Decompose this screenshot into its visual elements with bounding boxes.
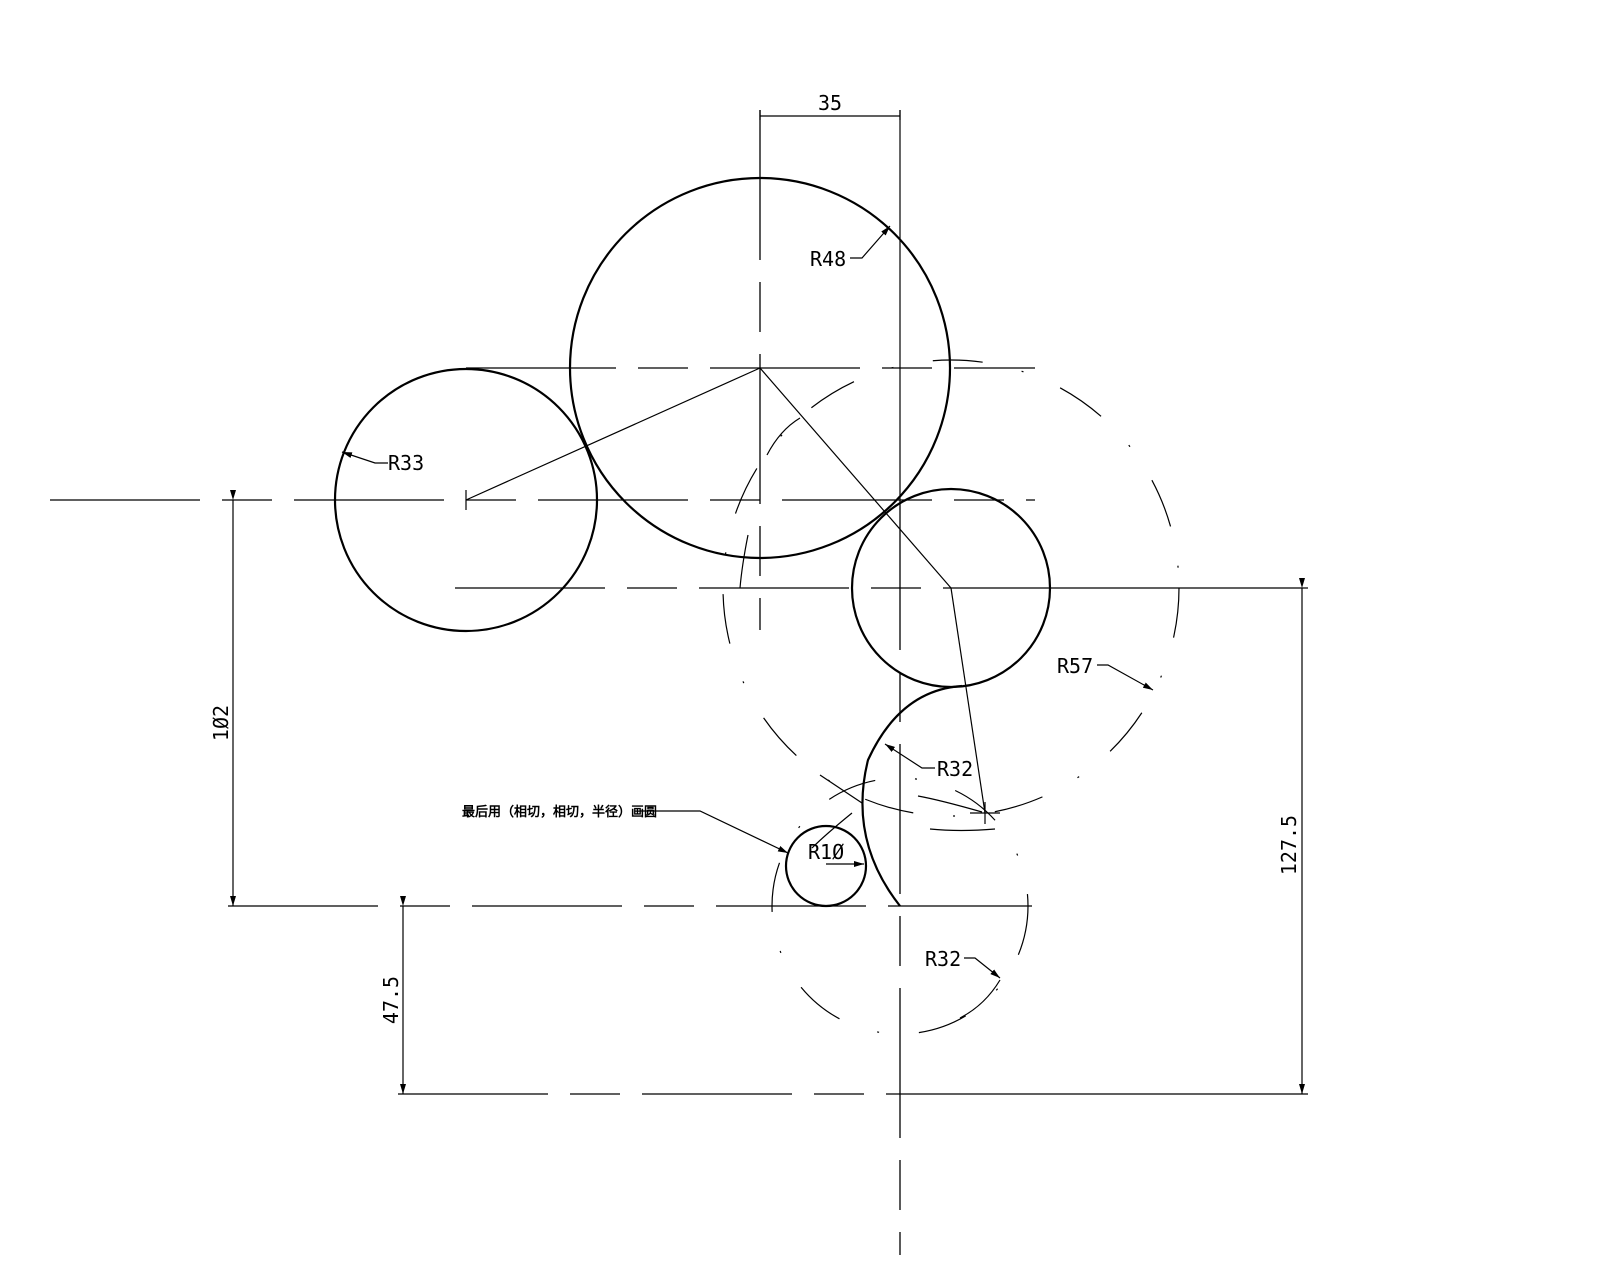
r48-label: R48 [810, 247, 846, 271]
object-geometry [333, 176, 1052, 908]
leader-r33: R33 [341, 451, 424, 475]
leader-r32-upper: R32 [884, 743, 973, 781]
dimension-102: 1Ø2 [209, 490, 236, 906]
r33-circle [333, 367, 599, 633]
r57-construction-circle [722, 359, 1180, 817]
construction-lines [465, 367, 986, 814]
arc-fragment-2 [739, 534, 749, 589]
note-text: 最后用（相切，相切，半径）画圆 [462, 804, 657, 820]
line-right-circle-to-r32 [950, 587, 986, 814]
dimension-35: 35 [759, 91, 901, 120]
leader-r10: R1Ø [808, 840, 864, 867]
r10-label: R1Ø [808, 840, 844, 864]
r33-label: R33 [388, 451, 424, 475]
arc-fragment-3 [917, 795, 983, 813]
dim-102-label: 1Ø2 [209, 705, 233, 741]
phantom-circles [722, 359, 1180, 1035]
center-lines [50, 110, 1308, 1255]
r32-upper-label: R32 [937, 757, 973, 781]
arc-fragment-5 [819, 774, 863, 804]
arc-fragment-6 [811, 812, 853, 849]
arc-fragment-1 [766, 417, 801, 456]
leader-r32-lower: R32 [925, 947, 1001, 1019]
annotation-note: 最后用（相切，相切，半径）画圆 [462, 804, 789, 854]
r48-circle [568, 176, 952, 560]
line-r48-to-right-circle [759, 367, 952, 589]
r57-label: R57 [1057, 654, 1093, 678]
dimension-47-5: 47.5 [379, 896, 406, 1094]
leader-r48: R48 [810, 225, 891, 271]
r32-lower-label: R32 [925, 947, 961, 971]
arc-fragment-4 [929, 828, 996, 832]
r32-lower-construction-circle [771, 777, 1029, 1035]
r32-tangent-arc [861, 684, 963, 907]
r10-circle [784, 824, 868, 908]
dim-35-label: 35 [818, 91, 842, 115]
dim-47-5-label: 47.5 [379, 976, 403, 1024]
leader-r57: R57 [1057, 654, 1154, 691]
dim-127-5-label: 127.5 [1277, 815, 1301, 875]
line-r48-to-r33 [465, 367, 761, 501]
dimension-127-5: 127.5 [1277, 578, 1305, 1094]
